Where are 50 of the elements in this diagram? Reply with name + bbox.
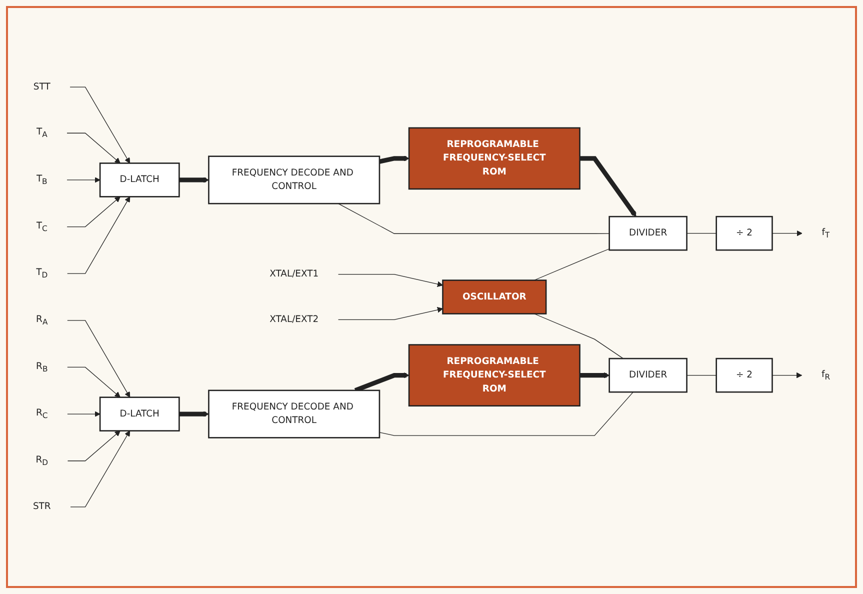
node-text: R$_{A}$ <box>36 314 48 326</box>
node-box: REPROGRAMABLE FREQUENCY-SELECT ROM <box>408 127 580 190</box>
arrow <box>378 156 410 164</box>
node-box: DIVIDER <box>608 216 688 251</box>
node-text: R$_{D}$ <box>36 454 48 467</box>
arrow <box>70 86 130 164</box>
node-text: T$_{D}$ <box>36 267 48 280</box>
arrow <box>772 372 802 378</box>
connector <box>379 392 634 436</box>
node-box: REPROGRAMABLE FREQUENCY-SELECT ROM <box>408 344 580 406</box>
node-text: f$_{R}$ <box>821 368 830 382</box>
node-text: T$_{A}$ <box>36 126 48 140</box>
node-text: R$_{B}$ <box>36 360 48 374</box>
node-box: DIVIDER <box>608 358 688 393</box>
arrow <box>179 177 209 183</box>
arrow <box>70 430 130 508</box>
node-box: FREQUENCY DECODE AND CONTROL <box>208 390 380 438</box>
connector <box>534 248 610 281</box>
arrow <box>338 307 443 320</box>
arrow <box>66 132 120 164</box>
arrow <box>580 372 610 378</box>
node-box: ÷ 2 <box>716 358 773 393</box>
arrow <box>67 411 100 417</box>
arrow <box>67 320 130 398</box>
node-text: R$_{C}$ <box>36 408 48 420</box>
node-text: T$_{B}$ <box>36 174 48 186</box>
arrow <box>338 274 443 287</box>
node-text: STT <box>33 81 50 92</box>
arrow <box>67 366 120 398</box>
node-box: FREQUENCY DECODE AND CONTROL <box>208 156 380 204</box>
connector <box>686 233 717 234</box>
arrow <box>67 196 130 274</box>
arrow <box>179 411 209 417</box>
node-box: D-LATCH <box>99 396 180 432</box>
node-text: XTAL/EXT1 <box>270 268 319 280</box>
arrow <box>66 177 100 183</box>
connector <box>534 313 624 359</box>
connector <box>686 374 717 376</box>
arrow <box>67 430 120 462</box>
arrow <box>772 230 802 236</box>
arrow <box>580 156 636 217</box>
node-box: D-LATCH <box>99 162 180 198</box>
node-text: T$_{C}$ <box>36 220 48 233</box>
node-text: XTAL/EXT2 <box>270 314 319 325</box>
node-text: STR <box>32 501 51 512</box>
arrow <box>66 196 120 228</box>
node-text: f$_{T}$ <box>822 227 830 240</box>
node-box: OSCILLATOR <box>442 280 547 314</box>
connector <box>338 203 610 234</box>
node-box: ÷ 2 <box>716 216 773 251</box>
